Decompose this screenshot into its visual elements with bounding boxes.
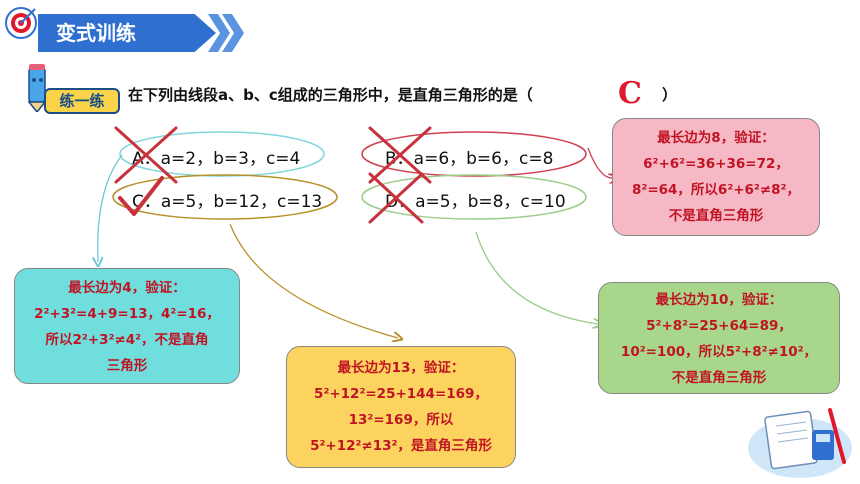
option-c-ellipse (112, 174, 338, 220)
cross-mark-a (114, 126, 178, 184)
box-d-line-1: 最长边为10，验证： (655, 292, 783, 308)
explanation-box-a: 最长边为4，验证： 2²+3²=4+9=13，4²=16， 所以2²+3²≠4²… (14, 268, 240, 384)
check-mark-c (118, 176, 164, 216)
box-d-line-4: 不是直角三角形 (671, 370, 767, 386)
notebook-illustration-icon (746, 400, 854, 480)
explanation-box-b: 最长边为8，验证： 6²+6²=36+36=72， 8²=64，所以6²+6²≠… (612, 118, 820, 236)
box-a-line-3: 所以2²+3²≠4²，不是直角 (45, 332, 209, 348)
explanation-box-c: 最长边为13，验证： 5²+12²=25+144=169， 13²=169，所以… (286, 346, 516, 468)
question-text: 在下列由线段a、b、c组成的三角形中，是直角三角形的是（ (128, 86, 533, 104)
option-a[interactable]: A．a=2，b=3，c=4 (132, 149, 301, 169)
option-a-ellipse (119, 131, 325, 177)
box-c-line-4: 5²+12²≠13²，是直角三角形 (310, 438, 492, 454)
target-icon (4, 6, 38, 40)
box-a-line-4: 三角形 (106, 358, 148, 374)
box-b-line-3: 8²=64，所以6²+6²≠8²， (632, 182, 800, 198)
pencil-mascot-icon (22, 62, 52, 114)
question-close: ） (662, 86, 678, 104)
arrow-c (229, 223, 398, 338)
box-a-line-1: 最长边为4，验证： (68, 280, 186, 296)
cross-mark-d (368, 172, 424, 224)
box-b-line-1: 最长边为8，验证： (657, 130, 775, 146)
box-b-line-4: 不是直角三角形 (668, 208, 764, 224)
option-c[interactable]: C．a=5，b=12，c=13 (132, 192, 323, 212)
answer-letter: C (618, 76, 642, 111)
arrow-b (587, 147, 614, 178)
box-a-line-2: 2²+3²=4+9=13，4²=16， (34, 306, 220, 322)
box-c-line-3: 13²=169，所以 (348, 412, 454, 428)
option-d-ellipse (361, 174, 587, 220)
box-c-line-1: 最长边为13，验证： (337, 360, 465, 376)
section-title: 变式训练 (38, 14, 216, 52)
cross-mark-b (368, 126, 432, 184)
option-b[interactable]: B．a=6，b=6，c=8 (385, 149, 554, 169)
box-d-line-2: 5²+8²=25+64=89， (646, 318, 792, 334)
box-d-line-3: 10²=100，所以5²+8²≠10²， (620, 344, 818, 360)
explanation-box-d: 最长边为10，验证： 5²+8²=25+64=89， 10²=100，所以5²+… (598, 282, 840, 394)
practice-badge-label: 练一练 (59, 92, 105, 110)
option-d[interactable]: D．a=5，b=8，c=10 (385, 192, 566, 212)
box-c-line-2: 5²+12²=25+144=169， (314, 386, 488, 402)
option-b-ellipse (361, 131, 587, 177)
box-b-line-2: 6²+6²=36+36=72， (643, 156, 789, 172)
arrow-d (475, 231, 598, 324)
arrow-a (98, 154, 123, 262)
practice-badge: 练一练 (44, 88, 120, 114)
